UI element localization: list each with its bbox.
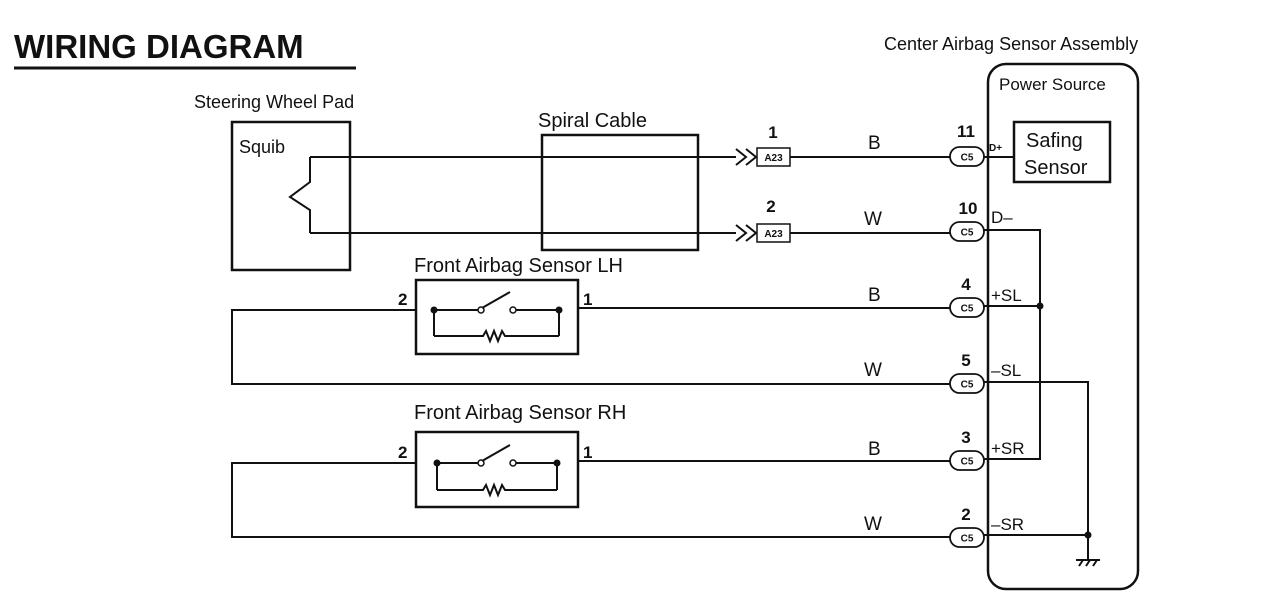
c5-connector-name: C5 (961, 228, 974, 239)
sensor-pin-number: 1 (583, 443, 592, 462)
squib-label: Squib (239, 137, 285, 157)
c5-pin-4: 4 C5 (949, 275, 985, 318)
wire-color-label: B (868, 133, 881, 154)
front-sensor-rh (414, 430, 580, 509)
terminal-label: +SL (991, 286, 1022, 305)
terminal-label: –SR (991, 515, 1024, 534)
center-assembly-label: Center Airbag Sensor Assembly (884, 34, 1138, 54)
c5-pin-number: 11 (957, 122, 975, 141)
sensor-pin-number: 2 (398, 290, 407, 309)
page-title: WIRING DIAGRAM (14, 28, 304, 65)
connector-a23-pin-number: 2 (766, 197, 775, 216)
wire-color-label: W (864, 514, 882, 535)
c5-pin-number: 5 (961, 351, 970, 370)
c5-pin-3: 3 C5 (949, 428, 985, 471)
wire-color-label: B (868, 439, 881, 460)
front-sensor-lh-label: Front Airbag Sensor LH (414, 255, 623, 277)
c5-pin-2: 2 C5 (949, 505, 985, 548)
c5-connector-name: C5 (961, 380, 974, 391)
squib-icon (288, 157, 311, 233)
terminal-label: D+ (989, 143, 1002, 154)
center-assembly-box (986, 62, 1140, 591)
wire-color-label: B (868, 285, 881, 306)
c5-pin-number: 10 (959, 199, 978, 218)
safing-sensor-label: Safing (1026, 130, 1083, 152)
connector-a23-name: A23 (764, 229, 783, 240)
c5-connector-name: C5 (961, 304, 974, 315)
terminal-label: –SL (991, 361, 1021, 380)
wire-minus-sl (231, 309, 950, 385)
c5-connector-name: C5 (961, 457, 974, 468)
front-sensor-rh-label: Front Airbag Sensor RH (414, 402, 626, 424)
ground-icon (1076, 559, 1100, 567)
junction-dot (1036, 302, 1044, 310)
c5-pin-11: 11 C5 (949, 122, 985, 167)
c5-connector-name: C5 (961, 534, 974, 545)
spiral-cable-label: Spiral Cable (538, 110, 647, 132)
spiral-cable-box (540, 133, 700, 252)
front-sensor-lh (414, 278, 580, 356)
safing-sensor-box (1012, 120, 1112, 184)
sensor-pin-number: 2 (398, 443, 407, 462)
c5-pin-10: 10 C5 (949, 199, 985, 242)
wire-minus-sr (231, 462, 950, 538)
connector-a23-pin2: A23 2 (735, 197, 791, 243)
safing-sensor-label: Sensor (1024, 157, 1088, 179)
steering-wheel-pad-box (230, 120, 352, 272)
connector-a23-name: A23 (764, 153, 783, 164)
terminal-label: +SR (991, 439, 1025, 458)
c5-pin-5: 5 C5 (949, 351, 985, 394)
wire-color-label: W (864, 209, 882, 230)
sensor-pin-number: 1 (583, 290, 592, 309)
c5-connector-name: C5 (961, 153, 974, 164)
c5-pin-number: 4 (961, 275, 971, 294)
junction-dot (1084, 531, 1092, 539)
steering-wheel-pad-label: Steering Wheel Pad (194, 92, 354, 112)
c5-pin-number: 3 (961, 428, 970, 447)
terminal-label: D– (991, 208, 1013, 227)
power-source-label: Power Source (999, 75, 1106, 94)
internal-wire-minus-sl (984, 381, 1089, 560)
connector-a23-pin1: A23 1 (735, 123, 791, 167)
c5-pin-number: 2 (961, 505, 970, 524)
internal-wire-d-minus (984, 229, 1041, 460)
wire-color-label: W (864, 360, 882, 381)
connector-a23-pin-number: 1 (768, 123, 777, 142)
